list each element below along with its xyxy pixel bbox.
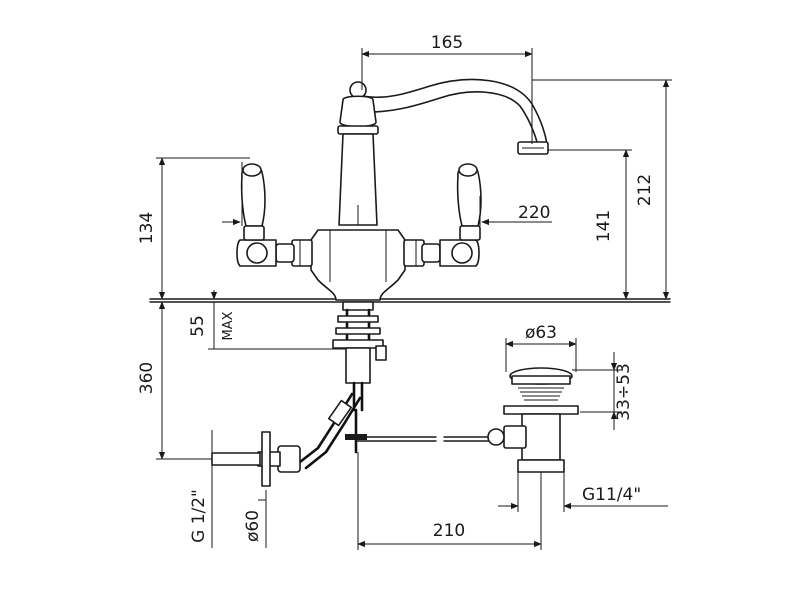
dim-label-waste-height: 33÷53	[614, 363, 634, 421]
dim-inlet-thread: G 1/2"	[189, 430, 213, 548]
right-handle	[439, 163, 482, 267]
dim-waste-diameter: ø63	[505, 323, 577, 372]
dim-waste-thread: G11/4"	[498, 472, 668, 512]
left-handle	[236, 163, 277, 267]
dim-label-spout-height: 141	[594, 210, 614, 242]
dim-label-waste-diameter: ø63	[525, 323, 557, 343]
dim-label-escutcheon-diameter: ø60	[243, 510, 263, 542]
dim-hose-length: 360	[137, 301, 212, 460]
pop-up-rod	[345, 408, 491, 454]
deck-line	[149, 298, 671, 303]
dim-handle-height: 134	[137, 157, 250, 300]
dim-spout-reach: 165	[361, 33, 533, 144]
dim-label-spout-reach: 165	[431, 33, 463, 53]
dim-handle-span: 220	[222, 162, 552, 226]
under-deck-fixing	[332, 301, 387, 412]
dim-label-max: MAX	[221, 311, 236, 340]
dim-label-handle-span: 220	[518, 203, 550, 223]
dim-total-height: 212	[532, 79, 672, 300]
dim-label-hose-length: 360	[137, 362, 157, 394]
supply-hose	[211, 392, 362, 487]
dim-label-handle-height: 134	[137, 212, 157, 244]
dim-label-inlet-thread: G 1/2"	[189, 489, 209, 543]
dim-waste-height: 33÷53	[572, 352, 634, 430]
dim-center-distance: 210	[357, 452, 542, 550]
dim-label-waste-thread: G11/4"	[582, 485, 641, 505]
dim-label-deck-thickness: 55	[188, 315, 208, 337]
dim-label-total-height: 212	[635, 174, 655, 206]
faucet-body	[275, 78, 549, 301]
dim-spout-height: 141	[548, 149, 632, 300]
dim-label-center-distance: 210	[433, 521, 465, 541]
dim-deck-thickness: 55 MAX	[188, 290, 346, 350]
waste-drain	[487, 367, 579, 473]
dim-escutcheon-diameter: ø60	[243, 490, 267, 548]
escutcheon	[261, 431, 271, 487]
